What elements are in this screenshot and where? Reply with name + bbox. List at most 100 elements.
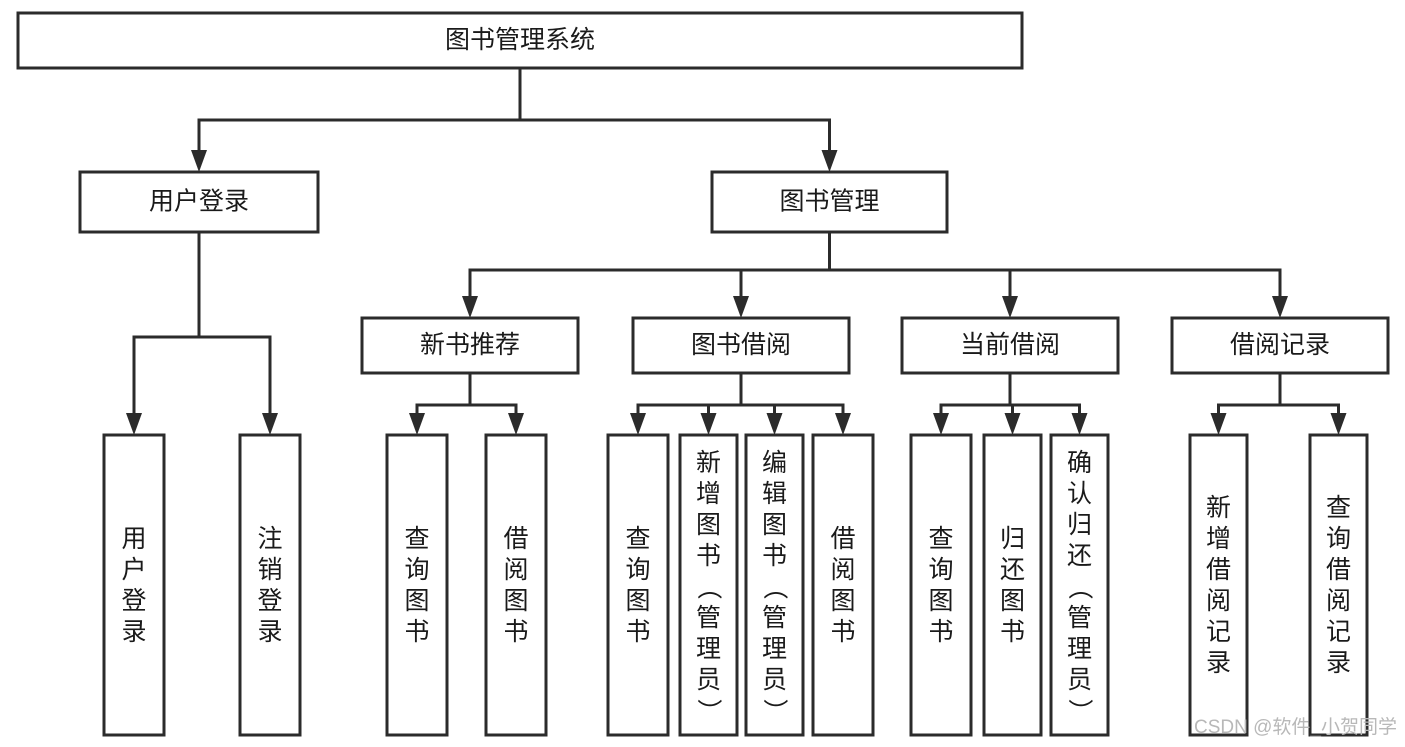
svg-text:新: 新 [1206,494,1231,522]
svg-text:书: 书 [696,542,721,570]
svg-text:归: 归 [1000,525,1025,553]
svg-text:用: 用 [121,525,146,553]
node-label-user-login: 用户登录 [149,188,249,216]
svg-text:询: 询 [1326,525,1351,553]
node-new-book-rec[interactable]: 新书推荐 [360,316,580,375]
svg-text:销: 销 [257,556,282,584]
svg-text:注: 注 [257,525,282,553]
svg-text:查: 查 [1326,494,1351,522]
svg-text:图: 图 [404,587,429,615]
svg-text:）: ） [761,699,789,724]
connector-edge-newbook-bus [409,371,524,435]
svg-text:认: 认 [1067,480,1092,508]
connector-edge-bookmanage-bus [462,230,1288,318]
node-box-leaf-query-book-rec [385,433,449,737]
node-book-borrow[interactable]: 图书借阅 [631,316,851,375]
svg-text:理: 理 [696,635,721,663]
node-borrow-record[interactable]: 借阅记录 [1170,316,1390,375]
node-box-leaf-borrow-book-rec [484,433,548,737]
svg-text:录: 录 [121,618,146,646]
svg-text:借: 借 [830,525,855,553]
node-label-leaf-user-login: 用户登录 [121,525,146,646]
svg-text:书: 书 [762,542,787,570]
svg-text:登: 登 [121,587,146,615]
node-book-manage[interactable]: 图书管理 [710,170,949,234]
svg-text:（: （ [761,575,789,600]
svg-text:借: 借 [503,525,528,553]
svg-text:书: 书 [928,618,953,646]
node-box-leaf-edit-book [744,433,805,737]
svg-text:查: 查 [404,525,429,553]
node-label-current-borrow: 当前借阅 [960,331,1060,359]
connectors-layer [126,66,1347,435]
svg-text:管: 管 [762,604,787,632]
node-box-leaf-query-book-borrow [606,433,670,737]
svg-text:借: 借 [1326,556,1351,584]
svg-text:还: 还 [1067,542,1092,570]
connector-edge-current-bus [933,371,1088,435]
node-box-borrow-record [1170,316,1390,375]
connector-edge-borrow-bus [630,371,851,435]
svg-text:书: 书 [503,618,528,646]
svg-text:）: ） [1066,699,1094,724]
svg-text:（: （ [695,575,723,600]
svg-text:阅: 阅 [1206,587,1231,615]
node-box-leaf-add-record [1188,433,1249,737]
svg-text:图: 图 [830,587,855,615]
node-box-new-book-rec [360,316,580,375]
svg-text:图: 图 [762,511,787,539]
svg-text:员: 员 [696,666,721,694]
csdn-watermark: CSDN @软件_小贺同学 [1194,716,1397,738]
svg-text:录: 录 [1326,649,1351,677]
svg-text:新: 新 [696,449,721,477]
nodes-layer: 图书管理系统用户登录图书管理新书推荐图书借阅当前借阅借阅记录用户登录注销登录查询… [16,11,1390,737]
svg-text:阅: 阅 [830,556,855,584]
svg-text:询: 询 [625,556,650,584]
svg-text:确: 确 [1067,449,1092,477]
connector-edge-record-bus [1210,371,1347,435]
node-box-book-borrow [631,316,851,375]
node-current-borrow[interactable]: 当前借阅 [900,316,1120,375]
node-box-current-borrow [900,316,1120,375]
node-box-root [16,11,1024,70]
svg-text:询: 询 [404,556,429,584]
node-root[interactable]: 图书管理系统 [16,11,1024,70]
node-box-leaf-logout [238,433,302,737]
node-box-user-login [78,170,320,234]
node-box-leaf-query-record [1308,433,1369,737]
svg-text:员: 员 [1067,666,1092,694]
svg-text:书: 书 [1000,618,1025,646]
node-user-login[interactable]: 用户登录 [78,170,320,234]
svg-text:查: 查 [928,525,953,553]
svg-text:增: 增 [696,480,721,508]
svg-text:借: 借 [1206,556,1231,584]
svg-text:户: 户 [121,556,146,584]
node-label-borrow-record: 借阅记录 [1230,331,1330,359]
svg-text:登: 登 [257,587,282,615]
svg-text:记: 记 [1206,618,1231,646]
node-leaf-user-login[interactable]: 用户登录 [102,433,166,737]
